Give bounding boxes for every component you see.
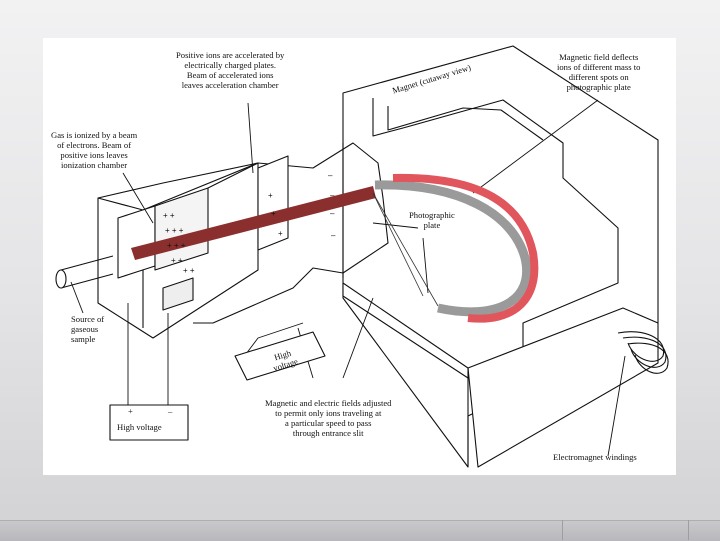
label-line: High voltage [117, 422, 162, 432]
label-line: of electrons. Beam of [51, 140, 137, 150]
label-line: plate [409, 220, 455, 230]
svg-text:+ +: + + [163, 211, 175, 220]
label-line: Electromagnet windings [553, 452, 637, 462]
svg-text:+ + +: + + + [167, 241, 186, 250]
label-line: Magnetic and electric fields adjusted [265, 398, 391, 408]
label-photographic-plate: Photographic plate [409, 210, 455, 230]
label-line: a particular speed to pass [265, 418, 391, 428]
label-high-voltage-box: High voltage [117, 422, 162, 432]
accelerating-plate [258, 156, 288, 250]
minus-sign: – [168, 406, 172, 416]
label-gas-ionized: Gas is ionized by a beam of electrons. B… [51, 130, 137, 170]
svg-text:–: – [331, 231, 336, 240]
label-line: Positive ions are accelerated by [176, 50, 284, 60]
label-line: different spots on [557, 72, 640, 82]
label-line: Photographic [409, 210, 455, 220]
label-line: sample [71, 334, 104, 344]
label-line: to permit only ions traveling at [265, 408, 391, 418]
label-line: ions of different mass to [557, 62, 640, 72]
svg-text:+: + [271, 209, 276, 218]
svg-text:+: + [268, 191, 273, 200]
label-magnetic-field: Magnetic field deflects ions of differen… [557, 52, 640, 92]
label-line: through entrance slit [265, 428, 391, 438]
label-positive-ions: Positive ions are accelerated by electri… [176, 50, 284, 90]
svg-text:–: – [330, 191, 335, 200]
label-line: Source of [71, 314, 104, 324]
label-line: Magnetic field deflects [557, 52, 640, 62]
label-line: leaves acceleration chamber [176, 80, 284, 90]
label-line: + [128, 406, 133, 416]
label-line: positive ions leaves [51, 150, 137, 160]
footer-divider [562, 520, 689, 540]
svg-text:+: + [278, 229, 283, 238]
label-line: Beam of accelerated ions [176, 70, 284, 80]
label-fields-adjusted: Magnetic and electric fields adjusted to… [265, 398, 391, 438]
svg-text:+ +: + + [183, 266, 195, 275]
label-line: gaseous [71, 324, 104, 334]
label-line: Gas is ionized by a beam [51, 130, 137, 140]
label-line: electrically charged plates. [176, 60, 284, 70]
label-line: photographic plate [557, 82, 640, 92]
plus-sign: + [128, 406, 133, 416]
label-line: ionization chamber [51, 160, 137, 170]
svg-text:–: – [330, 209, 335, 218]
footer-divider [688, 520, 720, 540]
mass-spectrometer-figure: + + + + + + + + + + + + + + + – – – – Po… [43, 38, 676, 475]
label-source: Source of gaseous sample [71, 314, 104, 344]
svg-text:+ +: + + [171, 256, 183, 265]
svg-text:–: – [328, 171, 333, 180]
label-electromagnet: Electromagnet windings [553, 452, 637, 462]
svg-text:+ + +: + + + [165, 226, 184, 235]
label-line: – [168, 406, 172, 416]
